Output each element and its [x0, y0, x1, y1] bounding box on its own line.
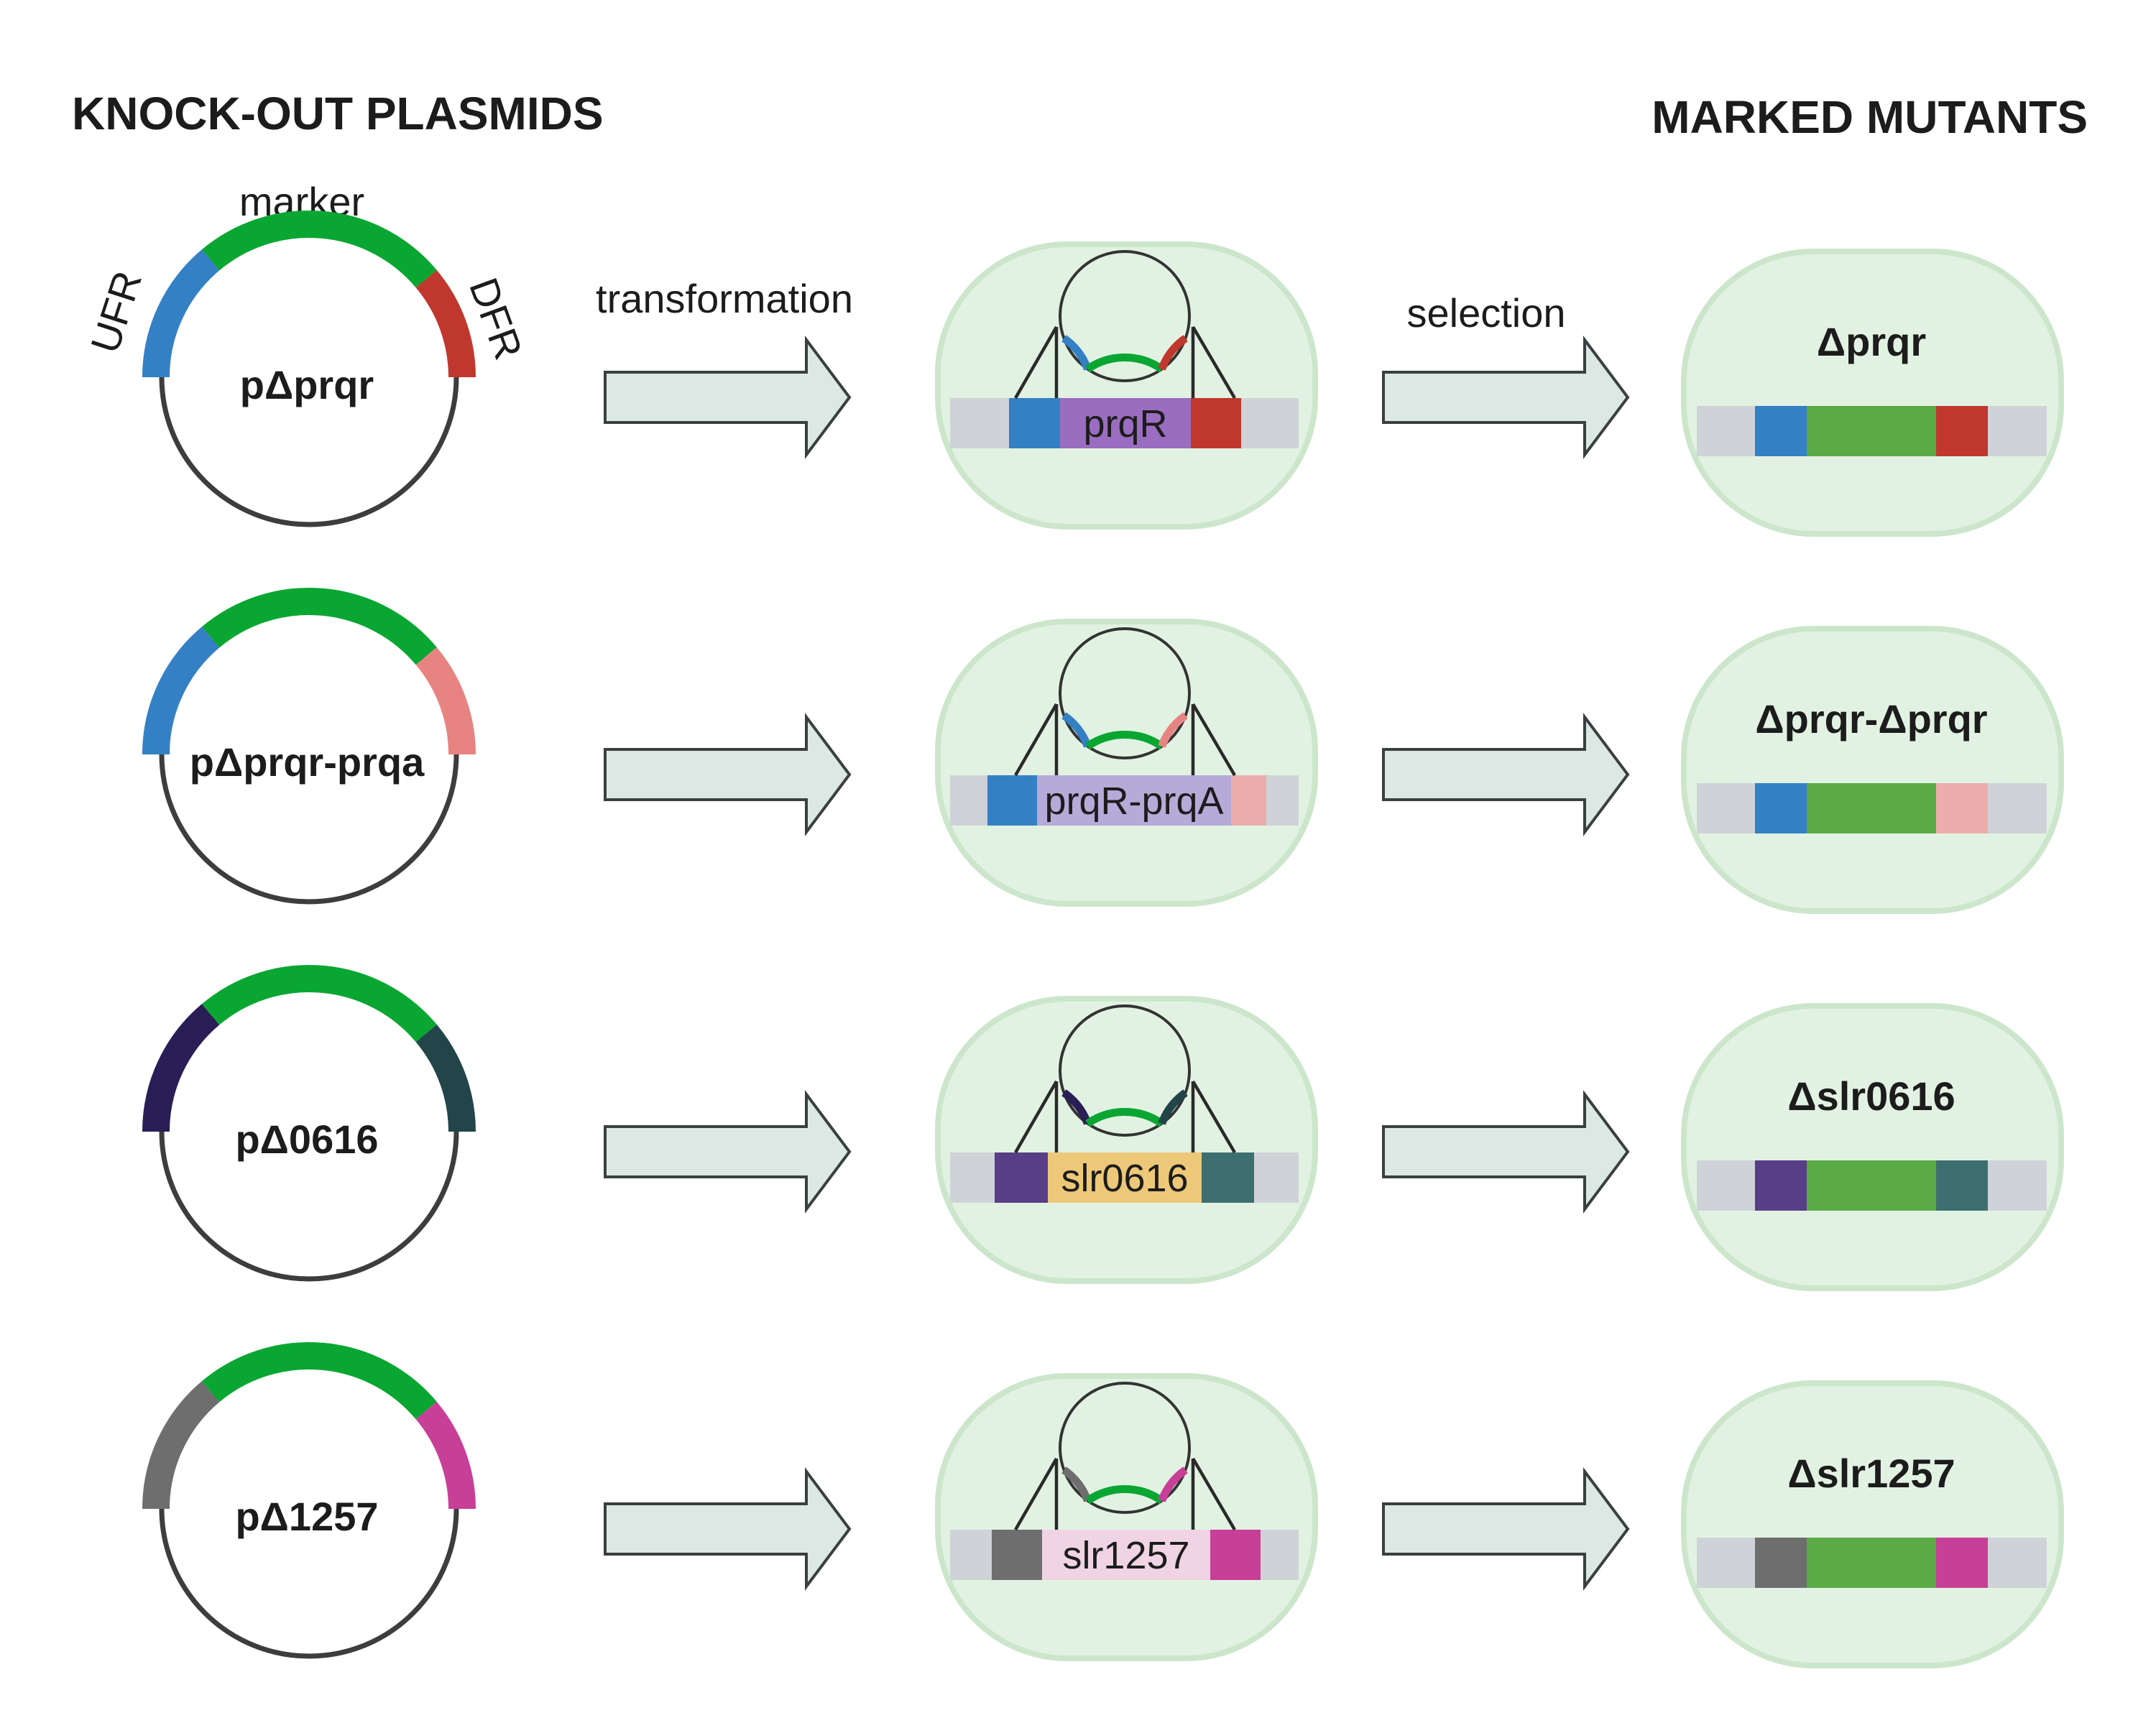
plasmid-dfr-segment [415, 1024, 476, 1132]
mutant-name: Δslr1257 [1787, 1451, 1955, 1496]
mutant-name: Δprqr-Δprqr [1755, 696, 1987, 741]
mutant-ufr-block [1755, 406, 1807, 456]
header-marked-mutants: MARKED MUTANTS [1651, 91, 2088, 143]
ufr-label: UFR [82, 266, 150, 359]
mutant-marker-block [1807, 783, 1936, 833]
inserted-plasmid-backbone [1059, 1004, 1191, 1137]
mutant-ufr-block [1755, 783, 1807, 833]
plasmid-name: pΔprqr [240, 362, 374, 407]
plasmid-marker-segment [201, 965, 437, 1043]
row-3: pΔ0616 slr0616 Δslr0616 [142, 965, 2064, 1291]
plasmid-name: pΔ1257 [235, 1494, 378, 1539]
plasmid-ufr-segment [142, 1381, 220, 1510]
chromosome-dfr-block [1231, 775, 1266, 826]
chromosome-ufr-block [1009, 398, 1060, 448]
crossover-line [1192, 703, 1236, 777]
transformation-arrow [604, 1090, 852, 1214]
selection-arrow [1382, 336, 1630, 459]
target-gene-label: slr0616 [1061, 1157, 1188, 1200]
chromosome-dfr-block [1191, 398, 1241, 448]
mutant-marker-block [1807, 406, 1936, 456]
transformation-arrow [604, 336, 852, 459]
inserted-plasmid-dfr [1158, 1466, 1188, 1502]
plasmid-name: pΔprqr-prqa [190, 739, 425, 785]
inserted-plasmid-backbone [1059, 1382, 1191, 1514]
transformation-arrow [604, 713, 852, 836]
target-gene-label: slr1257 [1062, 1534, 1189, 1577]
mutant-cell [1681, 1380, 2064, 1668]
transformation-label: transformation [596, 276, 853, 321]
mutant-ufr-block [1755, 1538, 1807, 1588]
mutant-cell [1681, 626, 2064, 914]
crossover-line [1014, 325, 1058, 399]
plasmid-ufr-segment [142, 627, 220, 755]
plasmid-dfr-segment [415, 269, 476, 378]
mutant-marker-block [1807, 1160, 1936, 1211]
crossover-line [1192, 325, 1236, 399]
host-cell [935, 996, 1318, 1284]
inserted-plasmid-backbone [1059, 250, 1191, 382]
mutant-dfr-block [1936, 406, 1988, 456]
plasmid-marker-segment [201, 1342, 437, 1420]
crossover-line [1192, 1457, 1236, 1531]
row-1: pΔprqr prqR Δprqr [142, 211, 2064, 537]
chromosome-ufr-block [987, 775, 1037, 826]
mutant-dfr-block [1936, 1538, 1988, 1588]
inserted-plasmid-dfr [1158, 1089, 1188, 1125]
chromosome-dfr-block [1202, 1152, 1254, 1203]
inserted-plasmid-marker [1085, 353, 1164, 373]
row-4: pΔ1257 slr1257 Δslr1257 [142, 1342, 2064, 1668]
transformation-arrow [604, 1467, 852, 1591]
mutant-ufr-block [1755, 1160, 1807, 1211]
target-gene-block [1042, 1530, 1210, 1580]
target-gene-label: prqR [1083, 402, 1167, 445]
target-gene-block [1037, 775, 1231, 826]
inserted-plasmid-marker [1085, 1107, 1164, 1127]
plasmid-ufr-segment [142, 1004, 220, 1132]
chromosome-dfr-block [1210, 1530, 1261, 1580]
inserted-plasmid-dfr [1158, 335, 1188, 371]
plasmid-marker-segment [201, 211, 437, 288]
mutant-cell [1681, 249, 2064, 537]
mutant-dfr-block [1936, 1160, 1988, 1211]
plasmid-ufr-segment [142, 249, 220, 378]
selection-arrow [1382, 713, 1630, 836]
target-gene-block [1060, 398, 1191, 448]
selection-arrow [1382, 1467, 1630, 1591]
mutant-marker-block [1807, 1538, 1936, 1588]
crossover-line [1014, 1457, 1058, 1531]
mutant-dfr-block [1936, 783, 1988, 833]
inserted-plasmid-backbone [1059, 627, 1191, 759]
inserted-plasmid-marker [1085, 730, 1164, 750]
mutant-name: Δprqr [1817, 319, 1926, 364]
host-cell [935, 241, 1318, 530]
row-2: pΔprqr-prqa prqR-prqA Δprqr-Δprqr [142, 588, 2064, 914]
mutant-name: Δslr0616 [1787, 1073, 1955, 1119]
host-cell [935, 619, 1318, 907]
chromosome-ufr-block [995, 1152, 1048, 1203]
inserted-plasmid-dfr [1158, 712, 1188, 748]
target-gene-block [1048, 1152, 1202, 1203]
crossover-line [1192, 1080, 1236, 1154]
crossover-line [1014, 703, 1058, 777]
inserted-plasmid-marker [1085, 1484, 1164, 1505]
mutant-cell [1681, 1003, 2064, 1291]
plasmid-dfr-segment [415, 647, 476, 755]
target-gene-label: prqR-prqA [1044, 780, 1223, 823]
plasmid-marker-segment [201, 588, 437, 665]
selection-arrow [1382, 1090, 1630, 1214]
plasmid-dfr-segment [415, 1401, 476, 1510]
header-knockout-plasmids: KNOCK-OUT PLASMIDS [72, 88, 604, 139]
crossover-line [1014, 1080, 1058, 1154]
host-cell [935, 1373, 1318, 1661]
selection-label: selection [1406, 290, 1565, 336]
plasmid-name: pΔ0616 [235, 1117, 378, 1162]
chromosome-ufr-block [992, 1530, 1042, 1580]
